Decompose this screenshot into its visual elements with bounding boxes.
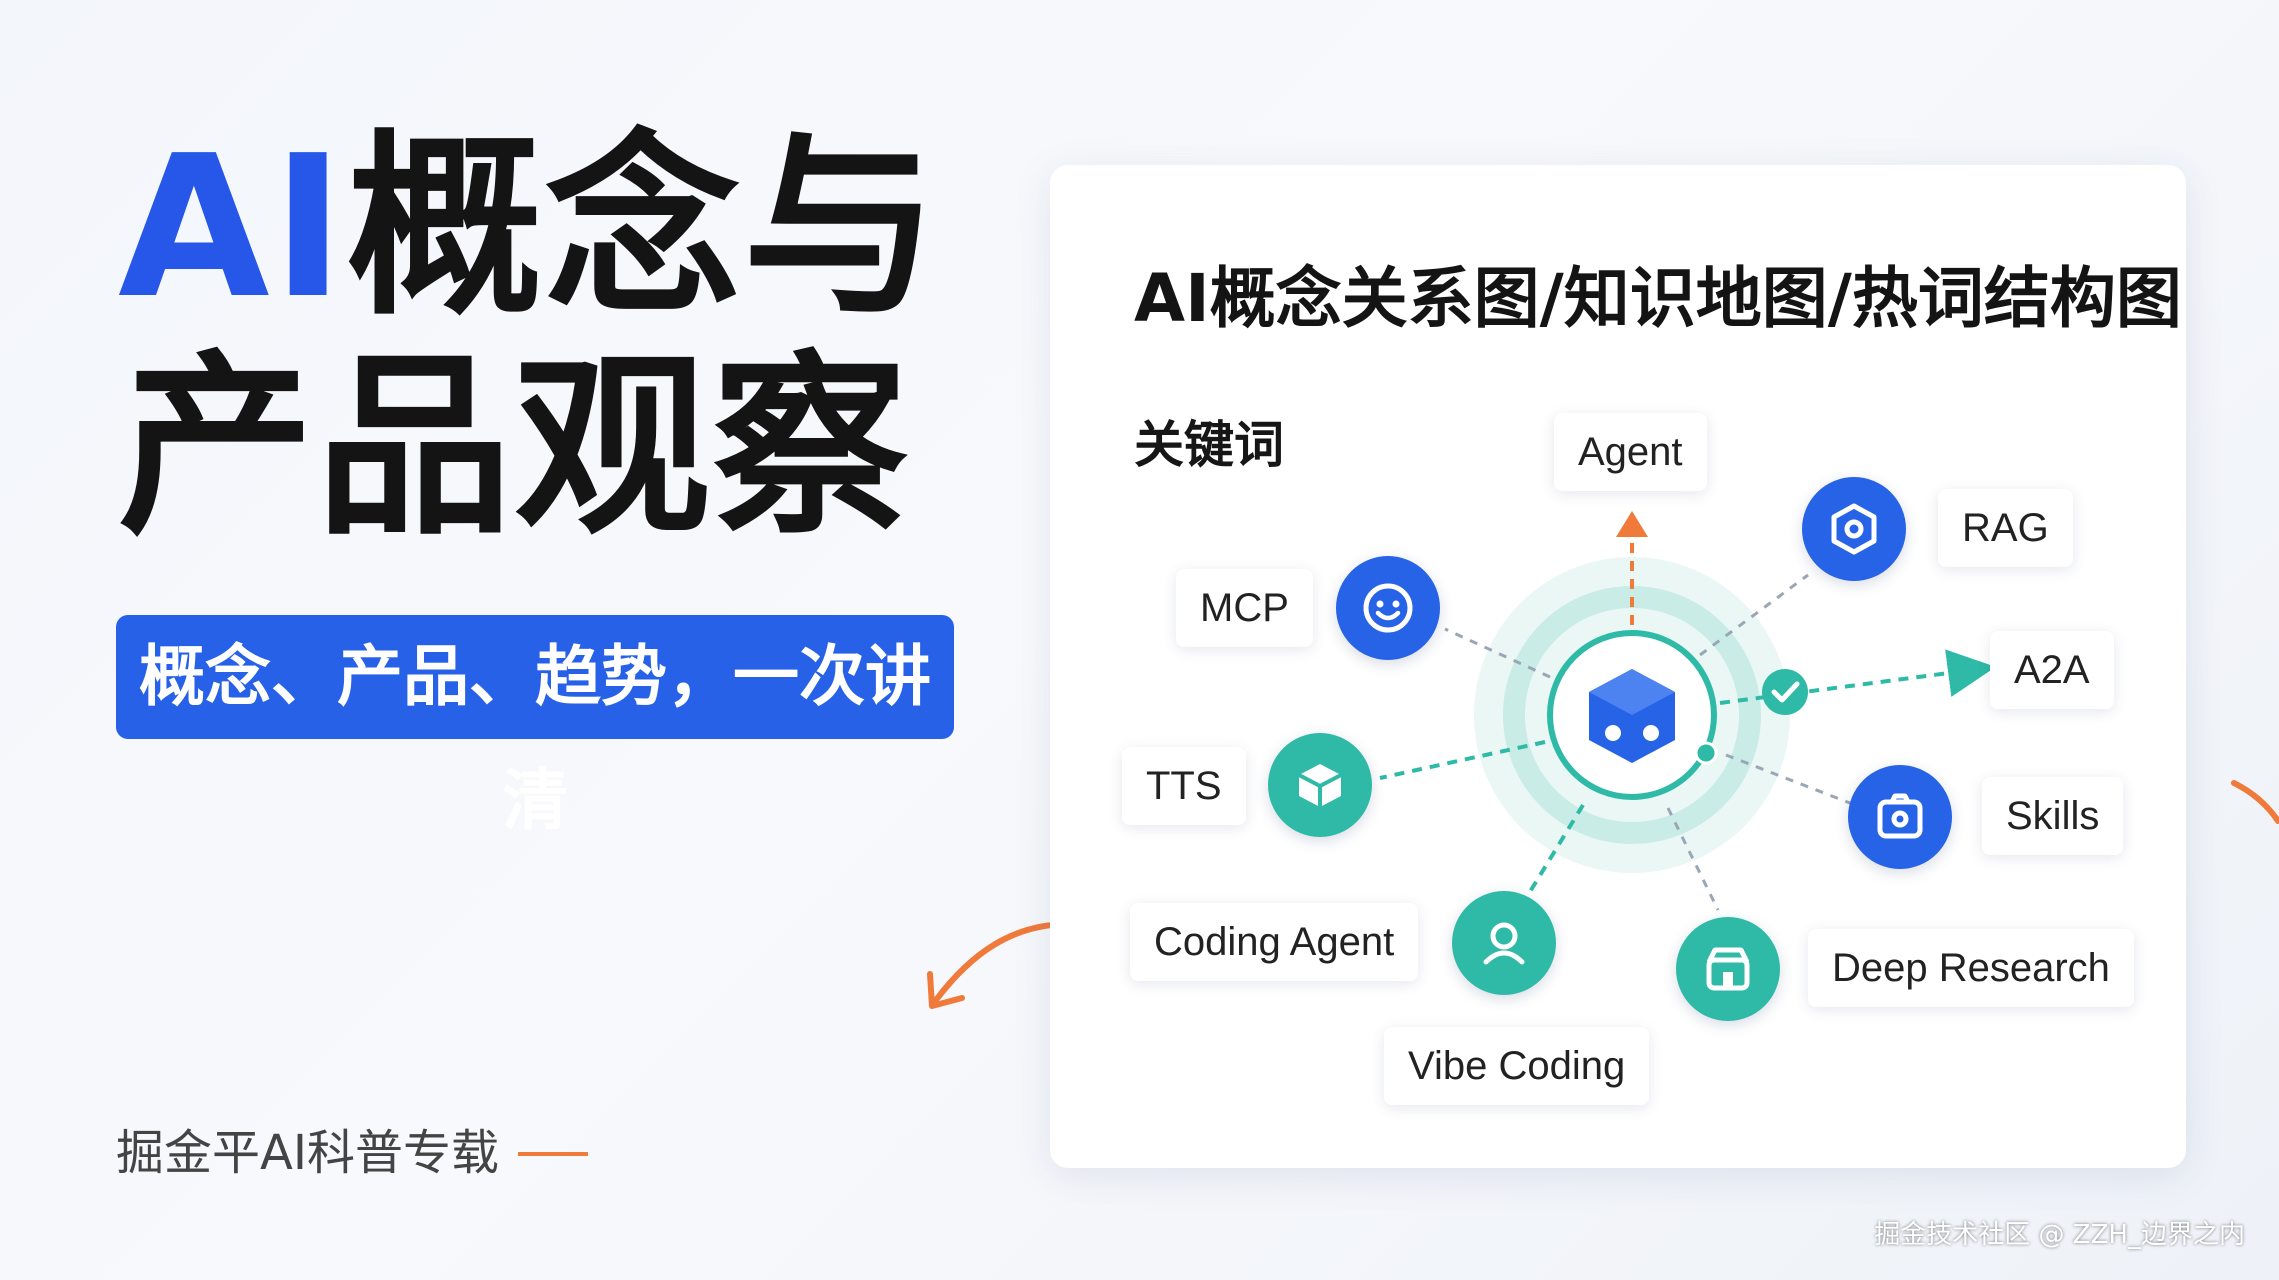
connector-rag — [1699, 573, 1809, 657]
card-title: AI概念关系图/知识地图/热词结构图 — [1134, 260, 2182, 337]
hero-title-line-1-rest: 概念与 — [346, 114, 941, 342]
concept-map-card: AI概念关系图/知识地图/热词结构图 关键词 Ag — [1050, 165, 2186, 1168]
curved-arrow-left-icon — [927, 921, 1067, 1009]
check-icon — [1762, 669, 1808, 715]
tts-node — [1268, 733, 1372, 837]
robot-cube-icon — [1589, 669, 1675, 763]
deep-research-node — [1676, 917, 1780, 1021]
keyword-rag: RAG — [1938, 489, 2073, 567]
mcp-node — [1336, 556, 1440, 660]
connector-agent-arrowhead — [1616, 511, 1648, 537]
skills-node — [1848, 765, 1952, 869]
hero-title-accent: AI — [118, 114, 347, 342]
connector-skills — [1725, 753, 1856, 807]
keyword-tts: TTS — [1122, 747, 1246, 825]
connector-a2a — [1719, 649, 1996, 705]
series-dash — [518, 1152, 588, 1156]
keyword-mcp: MCP — [1176, 569, 1313, 647]
user-icon — [1483, 922, 1525, 965]
keyword-agent: Agent — [1554, 413, 1707, 491]
center-hub-dot — [1694, 741, 1718, 765]
keyword-coding-agent: Coding Agent — [1130, 903, 1419, 981]
keyword-deep-research: Deep Research — [1808, 929, 2134, 1007]
tagline-banner: 概念、产品、趋势，一次讲清 — [116, 615, 954, 839]
watermark: 掘金技术社区 @ ZZH_边界之内 — [1874, 1220, 2245, 1250]
keywords-heading: 关键词 — [1134, 416, 1284, 474]
connector-deep-research — [1666, 807, 1720, 911]
connector-mcp — [1444, 627, 1551, 679]
keyword-a2a: A2A — [1990, 631, 2114, 709]
rag-node — [1802, 477, 1906, 581]
concept-diagram — [1379, 511, 1996, 911]
keyword-vibe-coding: Vibe Coding — [1384, 1027, 1650, 1105]
store-icon — [1706, 947, 1750, 991]
curved-arrow-right-icon — [2231, 780, 2279, 824]
box-icon — [1298, 764, 1342, 807]
series-label: 掘金平AI科普专载 — [116, 1125, 499, 1181]
shield-icon — [1831, 503, 1877, 555]
hero-title-line-2: 产品观察 — [118, 334, 911, 562]
keyword-skills: Skills — [1982, 777, 2124, 855]
coding-agent-node — [1452, 891, 1556, 995]
camera-icon — [1877, 793, 1923, 839]
hero-title-line-1: AI概念与 — [118, 118, 941, 338]
smiley-icon — [1363, 583, 1413, 633]
